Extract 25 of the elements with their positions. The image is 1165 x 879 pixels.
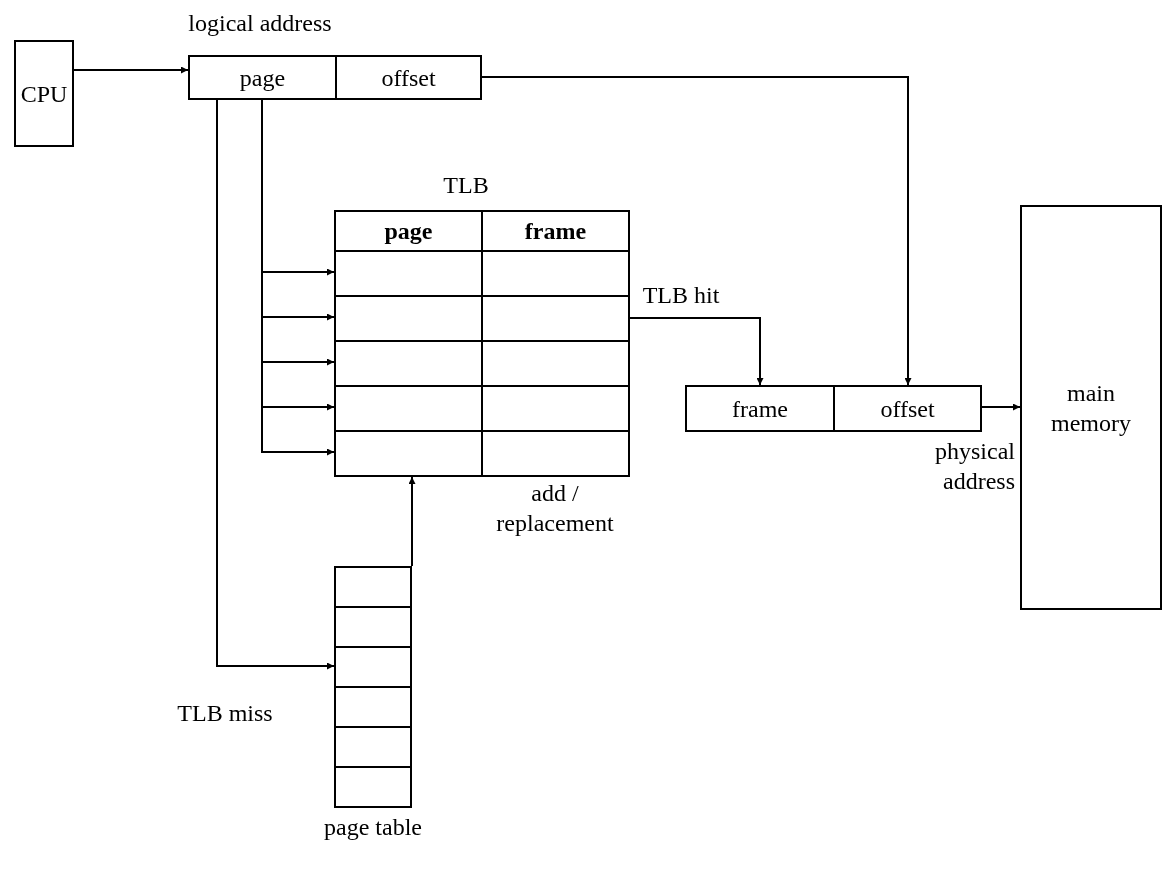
box-label: frame [732,394,788,424]
arrow [216,99,335,670]
box-label: CPU [20,79,68,109]
edge-label: add / replacement [495,479,615,538]
box-heading: TLB [442,171,490,200]
arrow [629,317,764,386]
address-caption: physical address [934,437,1015,496]
box-label: offset [880,394,935,424]
box-label: page [384,217,433,246]
box-heading: page table [323,813,423,842]
arrow [73,66,189,74]
arrow [408,476,416,567]
edge-label: TLB hit [641,281,721,310]
box-label: main memory [1050,378,1132,438]
arrow [981,403,1021,411]
process-box [685,385,835,432]
process-box [833,385,982,432]
arrow [481,76,912,386]
process-box [14,40,74,147]
process-box [1020,205,1162,610]
box-label: page [239,63,286,93]
edge-label: TLB miss [176,699,274,728]
box-label: offset [381,63,436,93]
box-label: frame [524,217,587,246]
box-heading: logical address [187,9,333,38]
